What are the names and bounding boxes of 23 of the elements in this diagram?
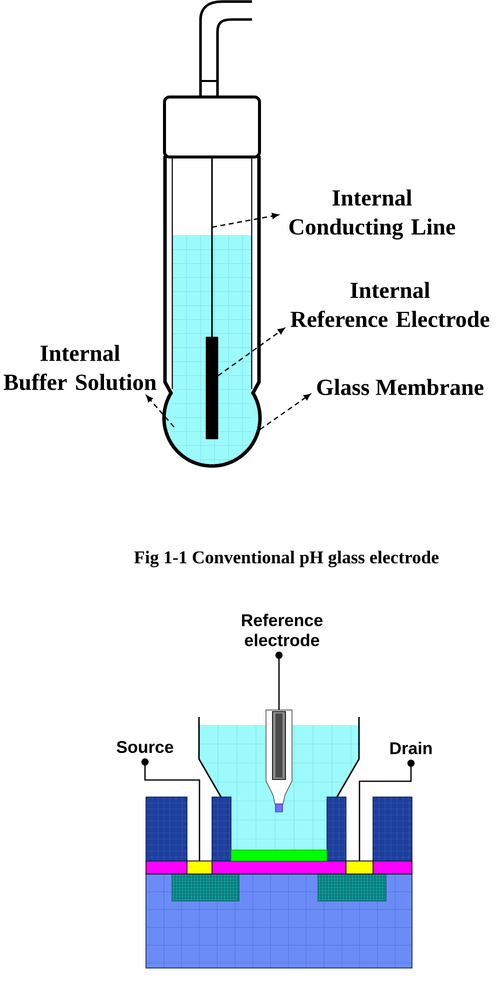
part-label: Glass Membrane [317,378,484,396]
wire [275,652,283,710]
metal-contact [186,860,212,874]
terminal-label: Drain [390,742,432,754]
glass-bulb [162,391,262,468]
electrode-body [163,0,261,395]
reference-electrode [266,710,292,812]
leader-arrow [146,395,174,428]
terminal-label: Source [116,740,174,754]
terminal-label: Reference electrode [242,614,322,646]
part-label: Internal Reference Electrode [290,282,490,328]
electrode-rod [206,336,218,440]
leader-arrow [260,394,311,430]
wire [141,758,200,861]
leader-arrow [218,328,285,376]
leader-arrow [212,213,279,228]
part-label: Internal Buffer Solution [4,344,156,390]
buffer-solution [166,235,258,464]
metal-contact [346,860,374,874]
conducting-wire [211,157,213,337]
wire [358,760,415,861]
figure-caption: Fig 1-1 Conventional pH glass electrode [134,550,439,568]
part-label: Internal Conducting Line [289,190,456,240]
